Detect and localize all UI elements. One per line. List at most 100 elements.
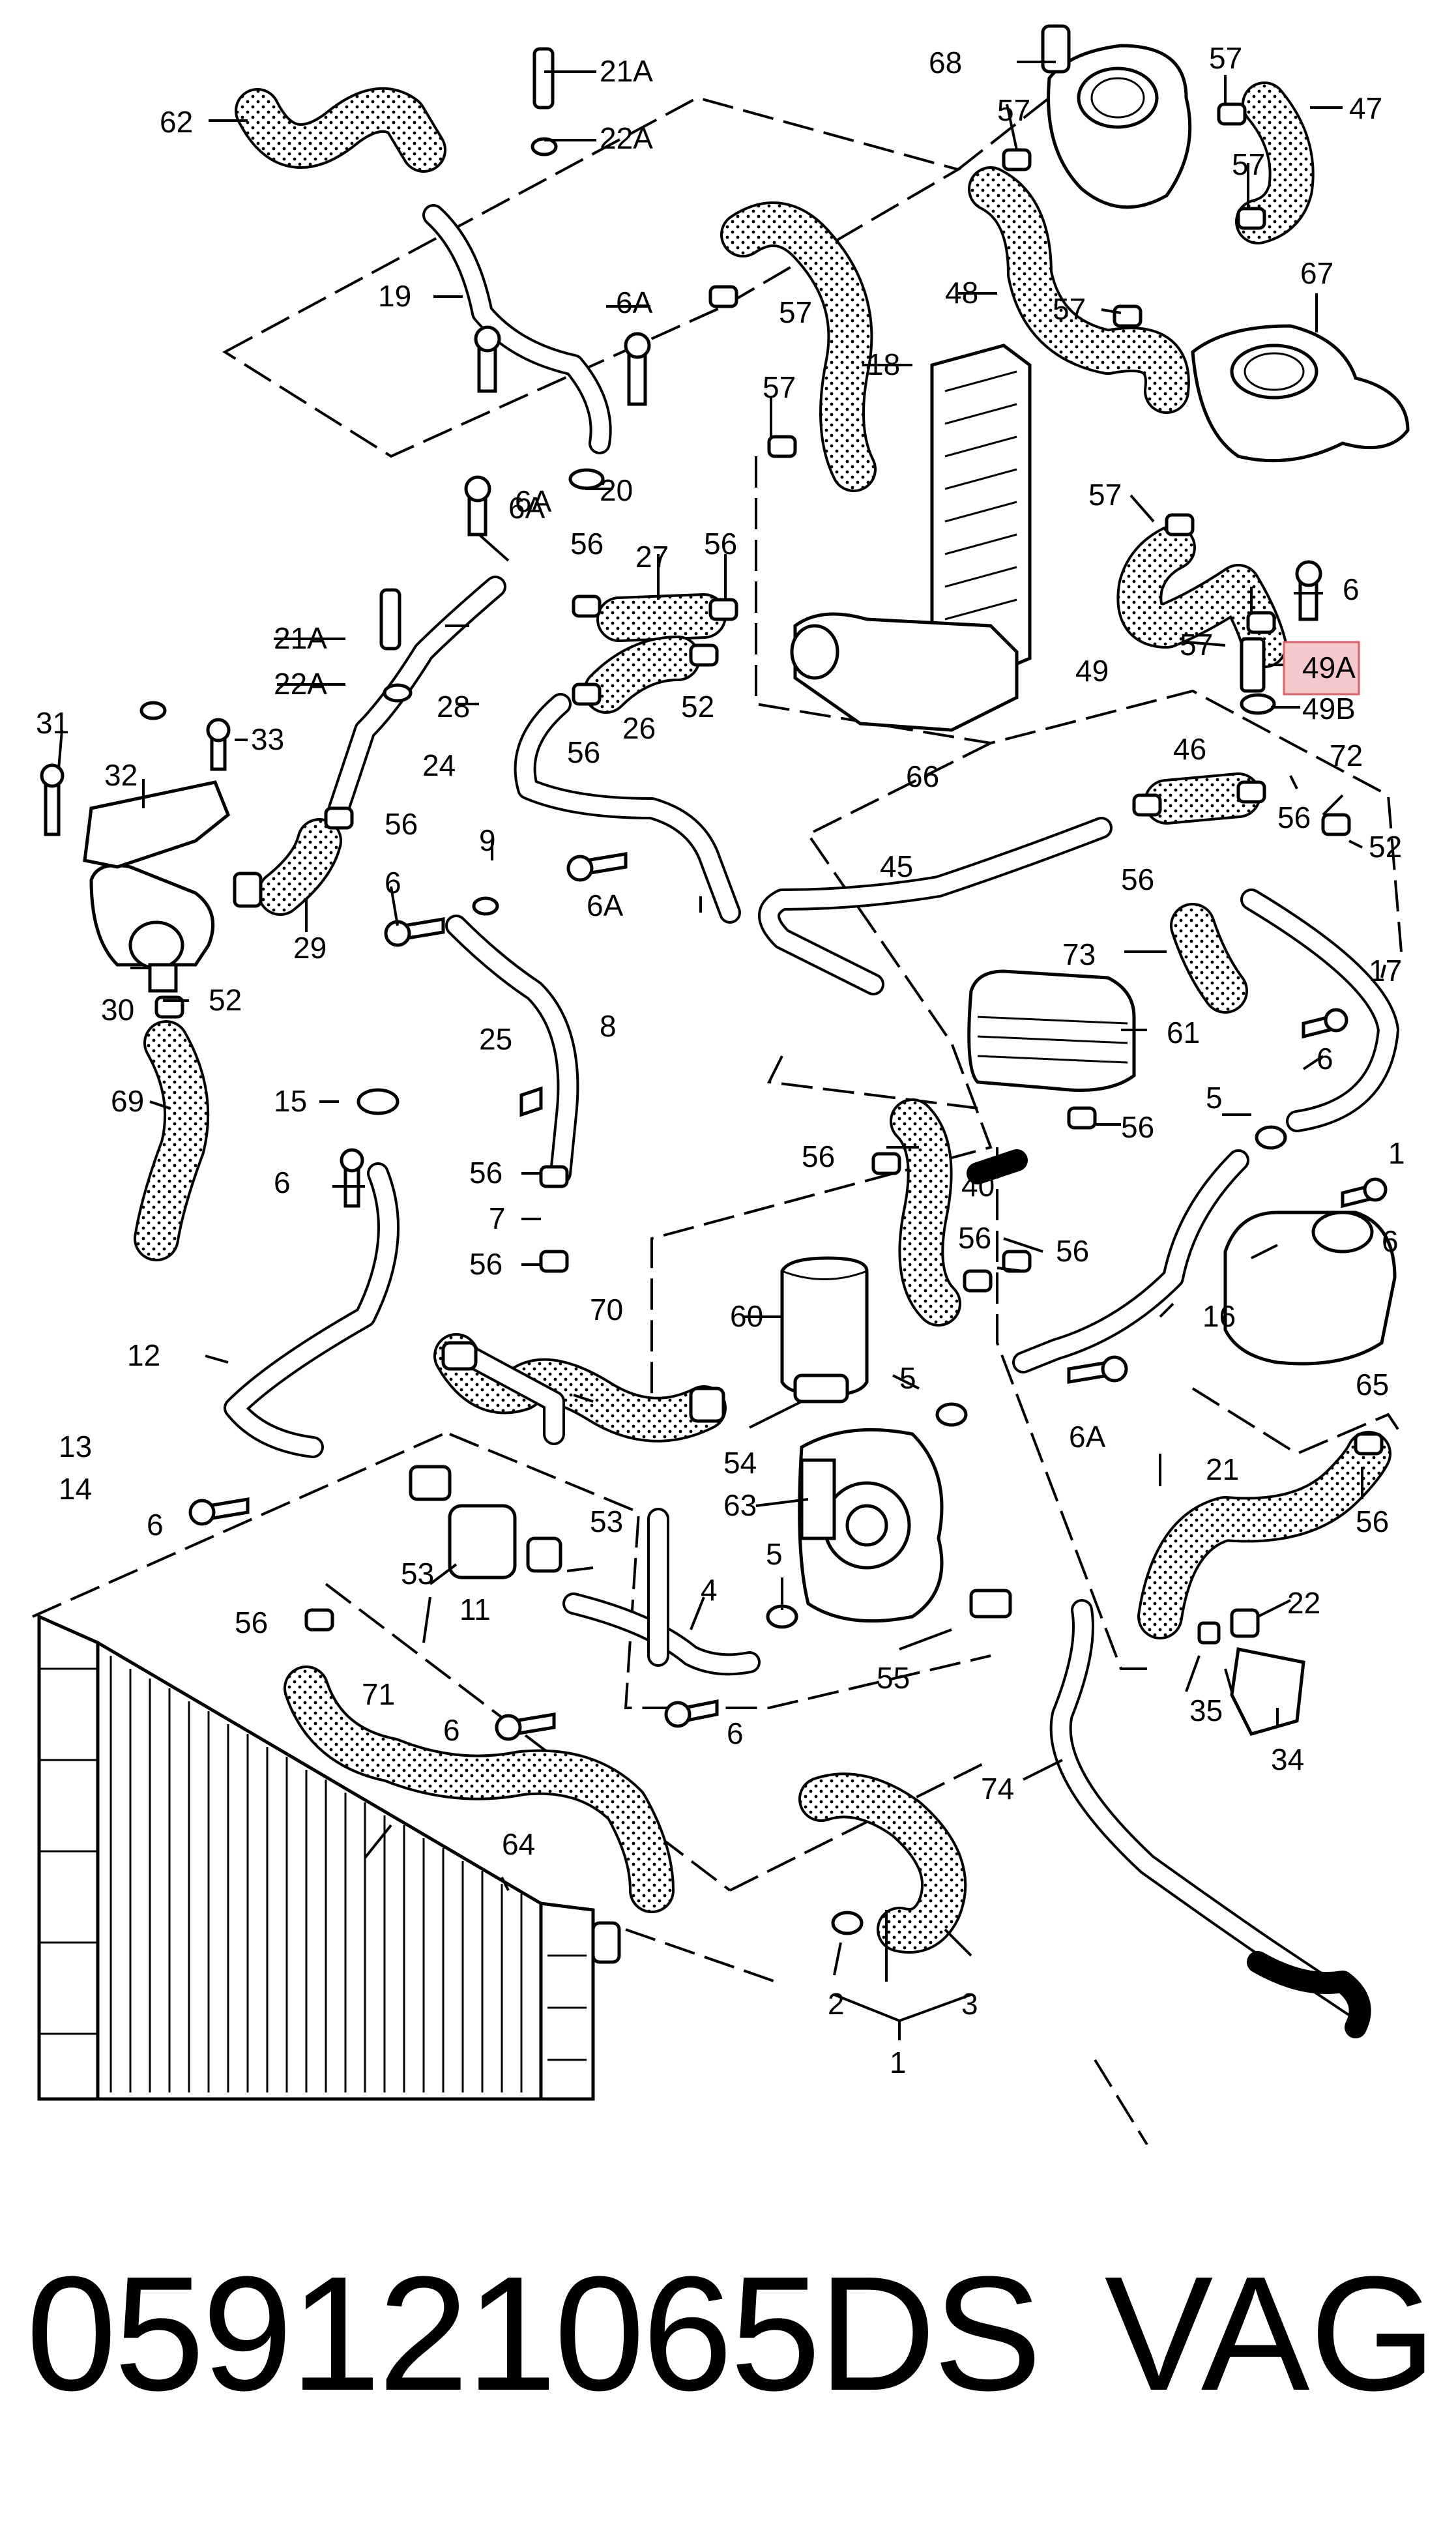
callout-3: 3 bbox=[961, 1987, 978, 2021]
callout-6-a: 6 bbox=[1343, 572, 1360, 606]
callout-56-d: 56 bbox=[385, 807, 418, 841]
hardware bbox=[40, 47, 1388, 1935]
footer: 059121065DS VAG bbox=[0, 2236, 1456, 2431]
callout-52-b: 52 bbox=[209, 983, 242, 1017]
callout-17: 17 bbox=[1369, 954, 1402, 988]
callout-14: 14 bbox=[59, 1472, 92, 1506]
rigid-pipes bbox=[224, 204, 1399, 2038]
callout-labels: 62 21A 22A 19 6A 57 18 57 20 6A 68 57 57… bbox=[36, 41, 1405, 2079]
callout-56-m: 56 bbox=[235, 1606, 268, 1639]
callout-61: 61 bbox=[1167, 1016, 1200, 1049]
callout-49: 49 bbox=[1075, 654, 1109, 688]
radiator-64 bbox=[37, 1614, 621, 2101]
callout-56-g: 56 bbox=[1121, 1110, 1154, 1144]
callout-56-k: 56 bbox=[958, 1221, 991, 1255]
callout-56-n: 56 bbox=[1356, 1504, 1389, 1538]
callout-6a-e: 6A bbox=[1069, 1420, 1106, 1454]
exploded-parts-diagram: 62 21A 22A 19 6A 57 18 57 20 6A 68 57 57… bbox=[32, 24, 1410, 2145]
callout-1-right: 1 bbox=[1388, 1136, 1405, 1170]
callout-6-b: 6 bbox=[385, 866, 401, 900]
callout-6a-b: 6A bbox=[515, 484, 552, 518]
part-number: 059121065DS bbox=[26, 2242, 1042, 2424]
callout-30: 30 bbox=[101, 993, 134, 1027]
callout-5-c: 5 bbox=[766, 1537, 783, 1571]
callout-52-a: 52 bbox=[681, 690, 714, 724]
callout-12: 12 bbox=[127, 1338, 160, 1372]
callout-6a-c: 6A bbox=[508, 491, 546, 525]
callout-13: 13 bbox=[59, 1430, 92, 1463]
callout-56-i: 56 bbox=[469, 1247, 502, 1281]
callout-56-c: 56 bbox=[567, 735, 600, 769]
callout-6-e: 6 bbox=[1382, 1224, 1399, 1258]
callout-22: 22 bbox=[1287, 1586, 1320, 1620]
callout-6-c: 6 bbox=[1317, 1042, 1333, 1076]
callout-46: 46 bbox=[1173, 732, 1206, 766]
callout-27: 27 bbox=[635, 540, 669, 574]
callout-73: 73 bbox=[1062, 937, 1096, 971]
callout-15: 15 bbox=[274, 1084, 307, 1118]
callout-48: 48 bbox=[945, 276, 978, 310]
callout-1: 1 bbox=[890, 2046, 907, 2079]
rubber-hoses bbox=[134, 81, 1391, 1954]
callout-66: 66 bbox=[906, 759, 939, 793]
callout-29: 29 bbox=[293, 931, 327, 965]
callout-6a-a: 6A bbox=[616, 286, 653, 319]
callout-57-g: 57 bbox=[1088, 478, 1122, 512]
callout-57-e: 57 bbox=[1232, 147, 1265, 181]
callout-21a-mid: 21A bbox=[274, 621, 327, 655]
callout-18: 18 bbox=[867, 347, 900, 381]
callout-52-c: 52 bbox=[1369, 830, 1402, 864]
callout-11: 11 bbox=[459, 1592, 491, 1626]
callout-6-d: 6 bbox=[274, 1166, 291, 1199]
callout-56-b: 56 bbox=[704, 527, 737, 561]
callout-67: 67 bbox=[1300, 256, 1333, 290]
callout-34: 34 bbox=[1271, 1742, 1304, 1776]
callout-70: 70 bbox=[590, 1293, 623, 1327]
components bbox=[83, 24, 1410, 1623]
callout-9: 9 bbox=[479, 823, 496, 857]
callout-57-d: 57 bbox=[997, 93, 1030, 127]
callout-6-g: 6 bbox=[443, 1713, 460, 1747]
callout-2: 2 bbox=[828, 1987, 845, 2021]
callout-63: 63 bbox=[723, 1488, 757, 1522]
callout-72: 72 bbox=[1330, 739, 1363, 772]
callout-57-a: 57 bbox=[779, 295, 812, 329]
callout-19: 19 bbox=[378, 279, 411, 313]
callout-55: 55 bbox=[877, 1661, 910, 1695]
callout-25: 25 bbox=[479, 1022, 512, 1056]
callout-56-h: 56 bbox=[469, 1156, 502, 1190]
callout-57-c: 57 bbox=[1209, 41, 1242, 75]
assembly-boundaries bbox=[32, 96, 1403, 2145]
callout-56-j: 56 bbox=[802, 1139, 835, 1173]
callout-53-a: 53 bbox=[401, 1557, 434, 1591]
callout-21: 21 bbox=[1206, 1452, 1239, 1486]
callout-32: 32 bbox=[104, 758, 138, 792]
callout-5-a: 5 bbox=[1206, 1081, 1223, 1115]
callout-47: 47 bbox=[1349, 91, 1382, 125]
callout-33: 33 bbox=[251, 722, 284, 756]
callout-7: 7 bbox=[489, 1201, 506, 1235]
callout-31: 31 bbox=[36, 706, 69, 740]
callout-8: 8 bbox=[600, 1009, 617, 1043]
callout-56-f: 56 bbox=[1121, 862, 1154, 896]
callout-16: 16 bbox=[1202, 1299, 1236, 1333]
callout-74: 74 bbox=[981, 1772, 1014, 1806]
callout-6a-d: 6A bbox=[587, 888, 624, 922]
callout-62: 62 bbox=[160, 105, 193, 139]
callout-26: 26 bbox=[622, 711, 656, 745]
callout-65: 65 bbox=[1356, 1368, 1389, 1401]
callout-21a-top: 21A bbox=[600, 54, 653, 88]
callout-24: 24 bbox=[422, 748, 456, 782]
callout-71: 71 bbox=[362, 1677, 395, 1711]
callout-6-h: 6 bbox=[727, 1716, 744, 1750]
callout-49b: 49B bbox=[1302, 692, 1356, 726]
leader-lines bbox=[57, 61, 1386, 2040]
callout-4: 4 bbox=[701, 1573, 718, 1607]
callout-49a: 49A bbox=[1302, 651, 1356, 684]
callout-22a-top: 22A bbox=[600, 121, 653, 155]
callout-45: 45 bbox=[880, 849, 913, 883]
brand-name: VAG bbox=[1104, 2242, 1436, 2424]
callout-28: 28 bbox=[437, 690, 470, 724]
callout-35: 35 bbox=[1189, 1694, 1223, 1727]
callout-64: 64 bbox=[502, 1827, 535, 1861]
